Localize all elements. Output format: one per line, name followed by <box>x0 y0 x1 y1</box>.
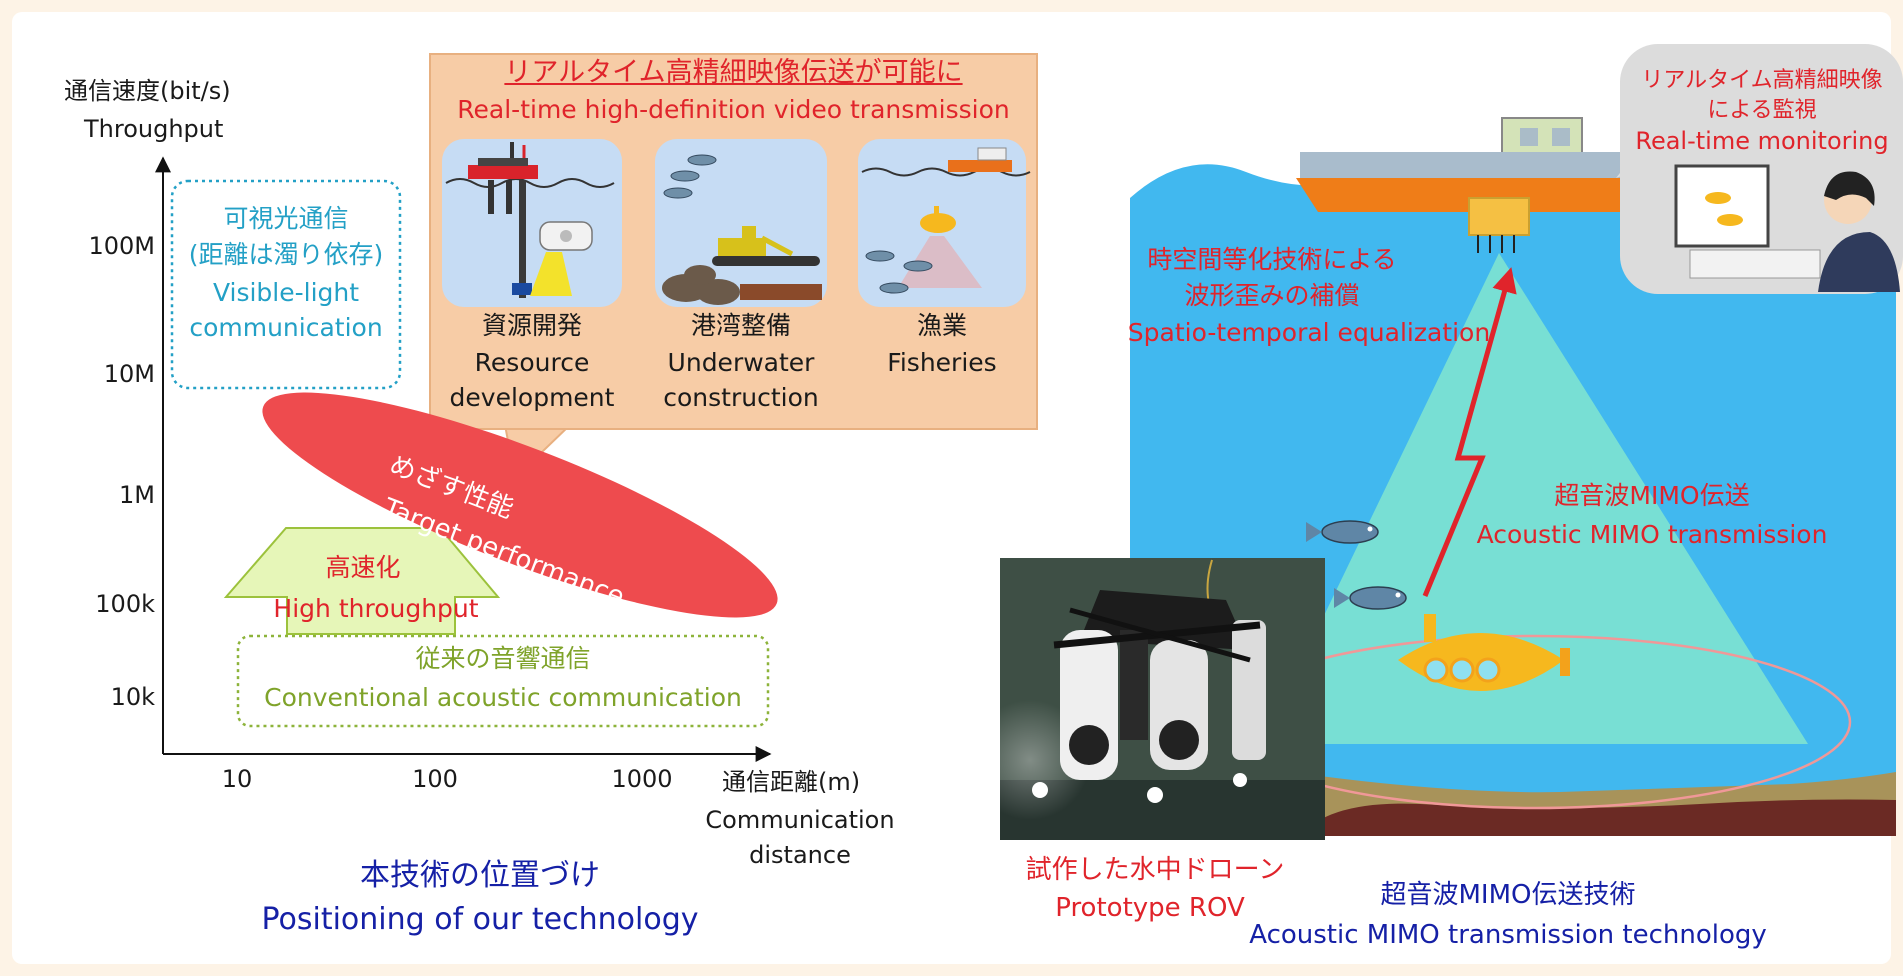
card-label-en-2: development <box>449 383 615 412</box>
mimo-en: Acoustic MIMO transmission <box>1476 520 1828 549</box>
card-label-en-1: Fisheries <box>887 348 997 377</box>
equalization-jp-1: 時空間等化技術による <box>1147 245 1397 274</box>
x-tick-label: 1000 <box>611 765 673 793</box>
seabed-shadow <box>1300 799 1896 836</box>
high-throughput-jp: 高速化 <box>325 553 401 582</box>
rov-label-jp: 試作した水中ドローン <box>1025 855 1285 885</box>
fish-icon <box>1306 520 1379 544</box>
mimo-jp: 超音波MIMO伝送 <box>1554 481 1750 510</box>
conventional-jp: 従来の音響通信 <box>415 644 591 673</box>
monitor-en: Real-time monitoring <box>1635 127 1889 155</box>
visible-light-jp-note: (距離は濁り依存) <box>188 240 384 269</box>
card-fisheries-illustration <box>858 139 1031 307</box>
card-label-jp: 漁業 <box>916 311 967 340</box>
x-axis-title-jp: 通信距離(m) <box>722 768 861 796</box>
submarine-icon <box>1398 614 1570 691</box>
operator-icon <box>1674 164 1900 292</box>
callout-title-en: Real-time high-definition video transmis… <box>457 95 1010 124</box>
card-label-en-1: Underwater <box>667 348 815 377</box>
y-tick-label: 10M <box>103 360 155 388</box>
left-caption-en: Positioning of our technology <box>261 902 699 937</box>
signal-arrow <box>1422 267 1517 597</box>
conventional-region <box>236 634 770 728</box>
y-tick-label: 1M <box>119 481 155 509</box>
visible-light-jp: 可視光通信 <box>223 204 349 233</box>
y-tick-label: 100k <box>95 590 155 618</box>
y-tick-label: 10k <box>110 683 155 711</box>
conventional-en: Conventional acoustic communication <box>264 683 742 712</box>
monitor-jp-1: リアルタイム高精細映像 <box>1641 68 1883 93</box>
visible-light-region <box>170 179 402 390</box>
ship-icon <box>1296 117 1680 212</box>
rov-photo <box>970 558 1325 840</box>
card-label-jp: 港湾整備 <box>690 311 791 340</box>
x-axis-title-en-1: Communication <box>705 806 895 834</box>
card-label-en-2: construction <box>663 383 819 412</box>
callout-title-jp: リアルタイム高精細映像伝送が可能に <box>504 57 963 88</box>
x-tick-label: 100 <box>412 765 458 793</box>
card-label-en-1: Resource <box>474 348 590 377</box>
x-axis-title-en-2: distance <box>749 841 851 869</box>
right-caption-jp: 超音波MIMO伝送技術 <box>1380 880 1636 910</box>
visible-light-en-2: communication <box>189 313 383 342</box>
equalization-jp-2: 波形歪みの補償 <box>1184 281 1360 310</box>
transducer-elements <box>1477 235 1515 253</box>
right-caption-en: Acoustic MIMO transmission technology <box>1249 920 1767 950</box>
y-axis-title-en: Throughput <box>84 115 224 143</box>
axes <box>155 156 772 762</box>
acoustic-beam <box>1262 253 1808 744</box>
visible-light-en-1: Visible-light <box>212 278 360 307</box>
card-resource-development-illustration <box>442 139 622 307</box>
high-throughput-arrow <box>223 527 501 635</box>
y-axis-title-jp: 通信速度(bit/s) <box>64 77 231 105</box>
monitor-jp-2: による監視 <box>1707 98 1817 123</box>
equalization-en: Spatio-temporal equalization <box>1127 318 1491 347</box>
transducer-array <box>1468 197 1530 236</box>
rov-label-en: Prototype ROV <box>1055 893 1245 923</box>
left-caption-jp: 本技術の位置づけ <box>360 858 600 893</box>
fish-icon <box>1334 586 1407 610</box>
target-performance-ellipse <box>262 392 778 618</box>
high-throughput-en: High throughput <box>273 594 479 623</box>
card-underwater-construction-illustration <box>655 139 827 307</box>
card-label-jp: 資源開発 <box>481 311 582 340</box>
x-tick-label: 10 <box>221 765 253 793</box>
y-tick-label: 100M <box>88 232 155 260</box>
